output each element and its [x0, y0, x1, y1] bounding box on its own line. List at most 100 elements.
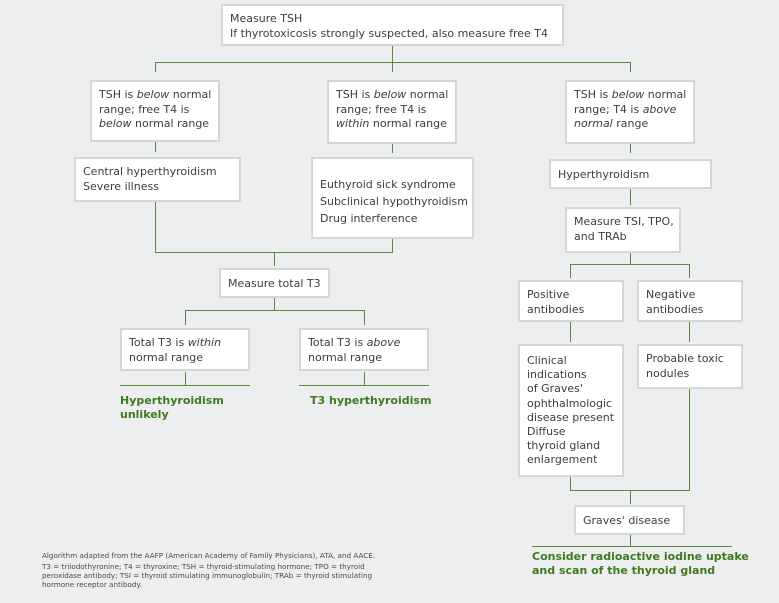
probable-toxic-nodules-box: Probable toxic nodules — [637, 344, 743, 389]
box-text-emphasis: within — [336, 117, 370, 130]
connector — [392, 143, 393, 153]
box-text: disease present — [527, 410, 615, 424]
box-text: normal range — [129, 350, 204, 364]
connector — [532, 546, 732, 547]
box-text: thyroid gland — [527, 439, 601, 453]
connector — [364, 310, 365, 325]
outcome-t3-hyperthyroidism: T3 hyperthyroidism — [310, 394, 440, 408]
box-text: TSH is — [99, 88, 137, 101]
connector — [689, 322, 690, 342]
total-t3-within-box: Total T3 is within normal range — [120, 328, 250, 371]
box-text: range; free T4 is — [336, 102, 427, 116]
connector — [392, 239, 393, 253]
connector — [630, 143, 631, 153]
box-text-emphasis: below — [373, 88, 407, 101]
box-text: Hyperthyroidism — [558, 168, 650, 181]
connector — [185, 310, 186, 325]
box-text: TSH is — [574, 88, 612, 101]
box-text: Measure total T3 — [228, 277, 321, 290]
box-text-emphasis: normal — [574, 117, 613, 130]
box-text: normal — [406, 88, 449, 101]
connector — [185, 372, 186, 385]
box-text-emphasis: below — [99, 117, 132, 130]
footnote-abbreviations: hormone receptor antibody. — [42, 580, 142, 589]
outcome-text: Hyperthyroidism — [120, 394, 224, 407]
box-text: TSH is — [336, 88, 374, 101]
central-hyperthyroidism-box: Central hyperthyroidism Severe illness — [74, 157, 241, 202]
connector — [155, 141, 156, 152]
box-text: Subclinical hypothyroidism — [320, 195, 469, 208]
box-text: enlargement — [527, 453, 598, 467]
tsh-below-t4-above-box: TSH is below normal range; T4 is above n… — [565, 80, 695, 144]
connector — [630, 189, 631, 205]
positive-antibodies-box: Positive antibodies — [518, 280, 624, 322]
box-text: range; free T4 is — [99, 102, 190, 116]
box-text: and TRAb — [574, 229, 627, 243]
box-text: normal range — [308, 350, 383, 364]
box-text: Total T3 is — [129, 336, 188, 349]
outcome-text: and scan of the thyroid gland — [532, 564, 716, 577]
box-text: indications — [527, 368, 587, 382]
box-text-emphasis: within — [187, 336, 222, 349]
connector — [689, 264, 690, 278]
euthyroid-box: Euthyroid sick syndrome Subclinical hypo… — [311, 157, 474, 239]
connector — [155, 62, 631, 63]
box-text: Diffuse — [527, 425, 566, 439]
footnote-source: Algorithm adapted from the AAFP (America… — [42, 551, 376, 560]
box-text: Graves' disease — [583, 514, 671, 527]
connector — [155, 62, 156, 72]
box-text: normal range — [131, 117, 210, 130]
hyperthyroidism-box: Hyperthyroidism — [549, 159, 712, 189]
box-text: ophthalmologic — [527, 396, 613, 410]
footnote-abbreviations: peroxidase antibody; TSI = thyroid stimu… — [42, 571, 373, 580]
tsh-below-free-t4-within-box: TSH is below normal range; free T4 is wi… — [327, 80, 457, 144]
outcome-text: Consider radioactive iodine uptake — [532, 550, 749, 563]
outcome-text: T3 hyperthyroidism — [310, 394, 432, 407]
footnote: Algorithm adapted from the AAFP (America… — [42, 551, 462, 589]
box-text: Measure TSH — [230, 12, 303, 25]
box-text: Probable toxic — [646, 352, 724, 365]
connector — [392, 62, 393, 72]
outcome-radioactive-iodine: Consider radioactive iodine uptake and s… — [532, 550, 772, 578]
connector — [274, 298, 275, 311]
negative-antibodies-box: Negative antibodies — [637, 280, 743, 322]
connector — [630, 535, 631, 547]
connector — [392, 45, 393, 63]
connector — [120, 385, 250, 386]
connector — [299, 385, 429, 386]
connector — [155, 201, 156, 253]
box-text: Measure TSI, TPO, — [574, 215, 674, 228]
connector — [274, 252, 275, 266]
box-text-emphasis: below — [136, 88, 170, 101]
box-text: Central hyperthyroidism — [83, 165, 217, 178]
box-text-emphasis: below — [611, 88, 645, 101]
box-text: antibodies — [646, 302, 704, 316]
connector — [630, 62, 631, 72]
connector — [570, 477, 571, 491]
box-text-emphasis: above — [642, 102, 677, 116]
connector — [570, 322, 571, 342]
connector — [570, 264, 690, 265]
box-text: Positive — [527, 288, 570, 301]
outcome-hyperthyroidism-unlikely: Hyperthyroidism unlikely — [120, 394, 250, 422]
tsh-below-free-t4-below-box: TSH is below normal range; free T4 is be… — [90, 80, 220, 142]
box-text: Negative — [646, 288, 696, 301]
outcome-text: unlikely — [120, 408, 169, 421]
box-text: Severe illness — [83, 179, 159, 193]
connector — [185, 310, 365, 311]
box-text-emphasis: above — [366, 336, 401, 349]
box-text: Drug interference — [320, 212, 418, 225]
box-text: Clinical — [527, 354, 567, 367]
connector — [630, 490, 631, 504]
measure-tsi-box: Measure TSI, TPO, and TRAb — [565, 207, 681, 253]
footnote-abbreviations: T3 = triiodothyronine; T4 = thyroxine; T… — [42, 562, 365, 571]
box-text: normal — [644, 88, 687, 101]
graves-disease-box: Graves' disease — [574, 505, 685, 535]
box-text: normal — [169, 88, 212, 101]
box-text: range; T4 is — [574, 102, 643, 116]
total-t3-above-box: Total T3 is above normal range — [299, 328, 429, 371]
measure-total-t3-box: Measure total T3 — [219, 268, 330, 298]
connector — [364, 372, 365, 385]
box-text: antibodies — [527, 302, 585, 316]
box-text: nodules — [646, 366, 690, 380]
